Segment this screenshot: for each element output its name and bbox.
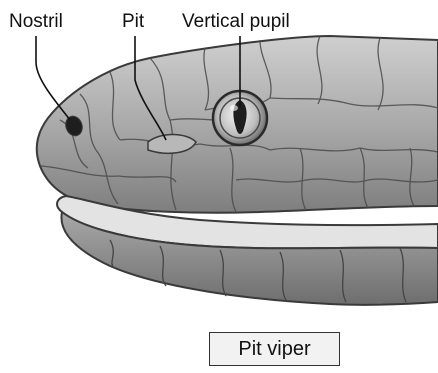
label-nostril: Nostril xyxy=(9,12,63,31)
label-vertical-pupil: Vertical pupil xyxy=(182,12,290,31)
caption-text: Pit viper xyxy=(238,338,310,361)
label-pit: Pit xyxy=(122,12,144,31)
caption-box: Pit viper xyxy=(209,332,340,366)
